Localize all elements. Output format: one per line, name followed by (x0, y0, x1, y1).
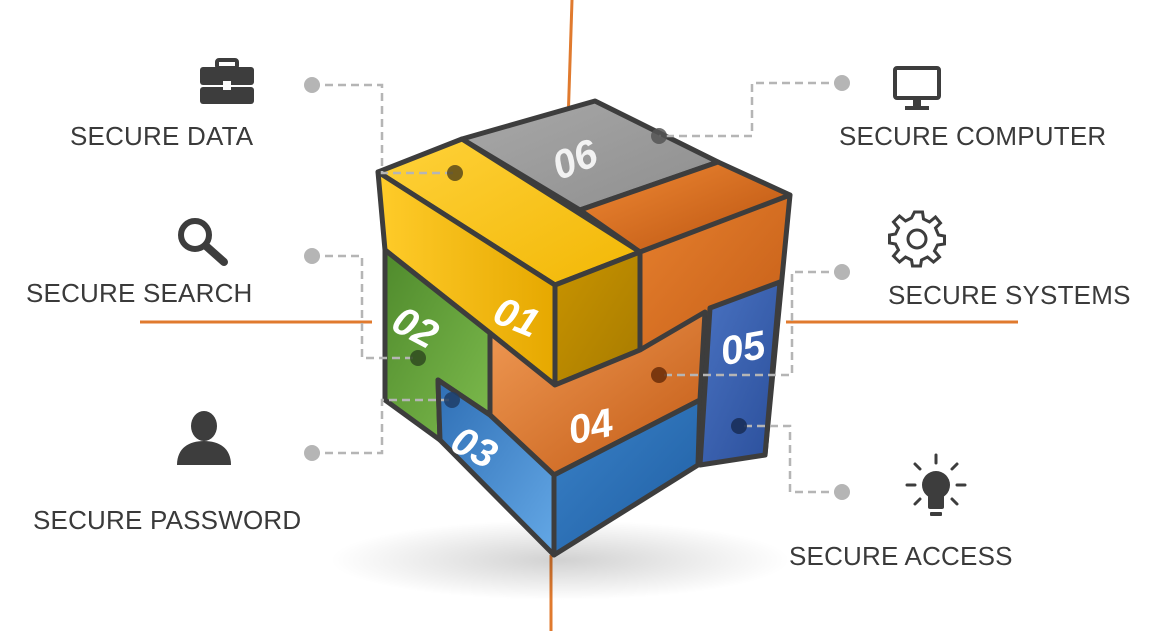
connectors (312, 81, 842, 494)
dot-search-outer (304, 248, 320, 264)
block-04-number: 04 (564, 401, 617, 453)
search-icon (178, 218, 228, 266)
dot-access-outer (834, 484, 850, 500)
dot-search-inner (410, 350, 426, 366)
label-secure-data: SECURE DATA (70, 121, 254, 151)
dot-access-inner (731, 418, 747, 434)
dot-password-outer (304, 445, 320, 461)
user-icon (177, 411, 231, 465)
cube-shadow (330, 520, 790, 600)
label-secure-computer: SECURE COMPUTER (839, 121, 1107, 151)
connector-dots (304, 75, 850, 500)
label-secure-password: SECURE PASSWORD (33, 505, 302, 535)
connector-computer (659, 81, 842, 138)
dot-data-inner (447, 165, 463, 181)
gear-icon (888, 210, 946, 268)
dot-data-outer (304, 77, 320, 93)
briefcase-icon (200, 58, 254, 104)
dot-systems-inner (651, 367, 667, 383)
block-05-number: 05 (717, 323, 769, 374)
connector-password (312, 398, 452, 455)
label-secure-access: SECURE ACCESS (789, 541, 1013, 571)
monitor-icon (893, 66, 941, 110)
dot-systems-outer (834, 264, 850, 280)
dot-computer-inner (651, 128, 667, 144)
dot-computer-outer (834, 75, 850, 91)
dot-password-inner (444, 392, 460, 408)
block-05-front (697, 279, 783, 468)
cube (375, 98, 793, 558)
connector-access (739, 424, 842, 494)
label-secure-systems: SECURE SYSTEMS (888, 280, 1131, 310)
label-secure-search: SECURE SEARCH (26, 278, 253, 308)
lightbulb-icon (905, 453, 967, 516)
